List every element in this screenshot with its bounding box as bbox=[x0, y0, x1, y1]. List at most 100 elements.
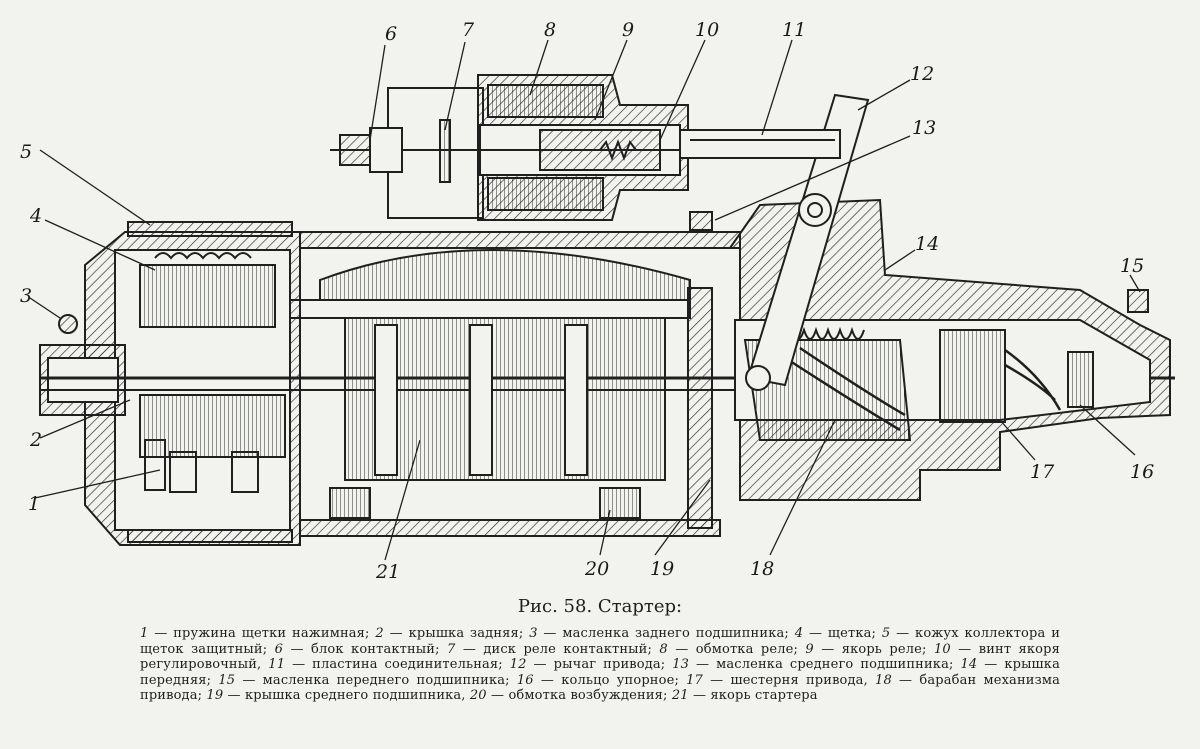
legend-text: — рычаг привода; bbox=[526, 657, 673, 673]
legend-number: 19 bbox=[206, 688, 224, 704]
callout-label: 21 bbox=[375, 561, 400, 583]
legend-number: 9 bbox=[805, 641, 814, 657]
legend-entry: 9 — якорь реле; bbox=[805, 642, 934, 657]
legend-entry: 6 — блок контактный; bbox=[275, 642, 447, 657]
legend-text: — якорь стартера bbox=[688, 688, 818, 704]
callout-label: 20 bbox=[584, 558, 609, 580]
legend-text: — масленка заднего подшипника; bbox=[537, 626, 795, 641]
legend-text: — барабан механизма привода; bbox=[140, 672, 1060, 704]
legend-text: — обмотка реле; bbox=[667, 641, 806, 657]
callout-label: 15 bbox=[1120, 255, 1144, 277]
legend-number: 11 bbox=[268, 657, 286, 673]
callout-label: 17 bbox=[1030, 461, 1055, 483]
legend-entry: 15 — масленка переднего подшипника; bbox=[218, 673, 517, 688]
legend-entry: 3 — масленка заднего подшипника; bbox=[529, 626, 795, 641]
legend-number: 10 bbox=[933, 641, 951, 657]
legend-text: — пружина щетки нажимная; bbox=[148, 626, 376, 641]
callout-label: 8 bbox=[544, 19, 556, 41]
callout-label: 4 bbox=[29, 205, 42, 227]
legend-number: 7 bbox=[447, 641, 456, 657]
legend-text: — щетка; bbox=[803, 626, 882, 641]
figure-title: Рис. 58. Стартер: bbox=[517, 596, 683, 617]
legend-text: — обмотка возбуждения; bbox=[486, 688, 672, 704]
legend-text: — винт якоря регулировочный, bbox=[140, 641, 1060, 673]
callout-label: 14 bbox=[915, 233, 939, 255]
callout-label: 18 bbox=[750, 558, 774, 580]
legend-entry: 10 — винт якоря регулировочный, bbox=[140, 642, 1060, 673]
field-winding bbox=[319, 249, 691, 301]
middle-bearing-cover bbox=[687, 287, 713, 529]
legend-entry: 7 — диск реле контактный; bbox=[447, 642, 659, 657]
callout-label: 6 bbox=[385, 23, 397, 45]
housing bbox=[299, 231, 741, 249]
callout-label: 7 bbox=[462, 19, 475, 41]
legend-number: 5 bbox=[881, 626, 891, 641]
callout-label: 1 bbox=[28, 493, 40, 515]
thrust-ring bbox=[1067, 351, 1094, 408]
legend-text: — блок контактный; bbox=[283, 641, 448, 657]
legend-number: 16 bbox=[516, 672, 534, 688]
front-oiler bbox=[1127, 289, 1149, 313]
legend-entry: 19 — крышка среднего подшипника, bbox=[206, 688, 469, 703]
legend-text: — крышка передняя; bbox=[140, 657, 1060, 688]
legend-number: 21 bbox=[671, 688, 689, 704]
legend-entry: 17 — шестерня привода, bbox=[686, 673, 875, 688]
legend-number: 4 bbox=[794, 626, 804, 641]
callout-label: 11 bbox=[782, 19, 806, 41]
collector bbox=[139, 394, 286, 458]
legend-text: — кожух коллектора и щеток защитный; bbox=[140, 626, 1061, 657]
legend-text: — крышка среднего подшипника, bbox=[223, 688, 470, 704]
legend-entry: 21 — якорь стартера bbox=[672, 688, 818, 703]
legend-text: — масленка среднего подшипника; bbox=[689, 657, 961, 673]
callout-label: 9 bbox=[622, 19, 634, 41]
legend-text: — якорь реле; bbox=[813, 641, 934, 657]
legend-entry: 5 — кожух коллектора и щеток защитный; bbox=[140, 626, 1060, 657]
legend-number: 13 bbox=[672, 657, 690, 673]
legend-entry: 11 — пластина соединительная; bbox=[268, 657, 509, 672]
legend-entry: 18 — барабан механизма привода; bbox=[140, 673, 1060, 704]
callout-label: 16 bbox=[1130, 461, 1154, 483]
legend-text: — кольцо упорное; bbox=[533, 672, 687, 688]
callout-label: 2 bbox=[29, 429, 42, 451]
callout-label: 19 bbox=[650, 558, 674, 580]
figure-legend: 1 — пружина щетки нажимная; 2 — крышка з… bbox=[140, 626, 1060, 704]
armature bbox=[344, 317, 666, 481]
callout-label: 5 bbox=[20, 141, 32, 163]
legend-number: 8 bbox=[659, 641, 668, 657]
callout-label: 10 bbox=[695, 19, 719, 41]
legend-number: 1 bbox=[140, 626, 149, 641]
legend-number: 2 bbox=[375, 626, 384, 641]
leader-lines bbox=[29, 39, 1141, 561]
legend-text: — крышка задняя; bbox=[383, 626, 530, 641]
middle-oiler bbox=[689, 211, 713, 231]
legend-number: 14 bbox=[960, 657, 978, 673]
legend-number: 6 bbox=[274, 641, 284, 657]
legend-number: 15 bbox=[218, 672, 236, 688]
legend-number: 20 bbox=[469, 688, 487, 704]
legend-number: 18 bbox=[875, 672, 892, 688]
legend-entry: 20 — обмотка возбуждения; bbox=[470, 688, 672, 703]
callout-label: 13 bbox=[912, 117, 936, 139]
callout-labels: 1 2 3 4 5 6 7 8 9 10 11 12 13 14 15 16 1… bbox=[20, 19, 1154, 583]
rear-oiler bbox=[58, 314, 78, 334]
callout-label: 12 bbox=[910, 63, 934, 85]
callout-label: 3 bbox=[20, 285, 32, 307]
legend-number: 3 bbox=[529, 626, 538, 641]
connecting-plate bbox=[679, 129, 841, 159]
legend-number: 17 bbox=[686, 672, 703, 688]
legend-entry: 16 — кольцо упорное; bbox=[517, 673, 686, 688]
legend-number: 12 bbox=[509, 657, 527, 673]
legend-entry: 8 — обмотка реле; bbox=[659, 642, 805, 657]
legend-text: — пластина соединительная; bbox=[285, 657, 510, 673]
legend-text: — масленка переднего подшипника; bbox=[235, 672, 517, 688]
starter-cross-section-drawing: 1 2 3 4 5 6 7 8 9 10 11 12 13 14 15 16 1… bbox=[20, 19, 1175, 583]
legend-entry: 2 — крышка задняя; bbox=[375, 626, 529, 641]
legend-entry: 13 — масленка среднего подшипника; bbox=[672, 657, 960, 672]
relay-assembly bbox=[330, 74, 689, 221]
legend-entry: 1 — пружина щетки нажимная; bbox=[140, 626, 375, 641]
legend-text: — шестерня привода, bbox=[702, 672, 876, 688]
legend-entry: 14 — крышка передняя; bbox=[140, 657, 1060, 688]
collector-cover bbox=[127, 221, 293, 237]
legend-text: — диск реле контактный; bbox=[455, 641, 660, 657]
legend-entry: 4 — щетка; bbox=[795, 626, 882, 641]
